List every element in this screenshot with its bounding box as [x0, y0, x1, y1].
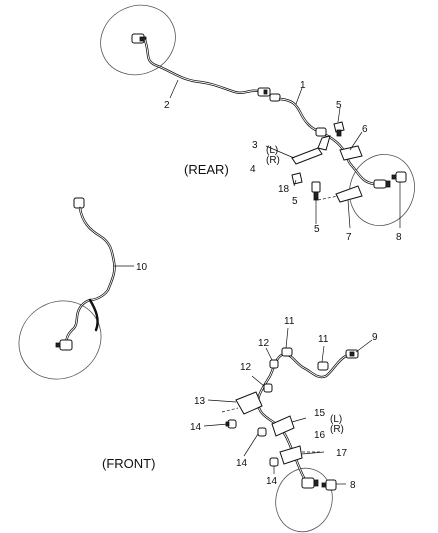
bracket-17	[279, 445, 303, 465]
rear-left-sensor	[131, 33, 147, 44]
callout-10: 10	[136, 262, 148, 273]
front-assembly	[221, 347, 359, 533]
section-label-front: (FRONT)	[102, 456, 155, 471]
bolt-8-rear	[391, 171, 407, 183]
sensor-bracket	[335, 185, 363, 203]
bolt-lower-left	[311, 181, 321, 201]
callout-8-front: 8	[350, 480, 356, 491]
front-left-disc	[18, 300, 102, 380]
bolt-14-c	[269, 457, 279, 467]
callout-9: 9	[372, 332, 378, 343]
leader-lines	[114, 79, 401, 485]
callout-11-left: 11	[284, 316, 295, 327]
callout-3-right: (R)	[266, 155, 280, 166]
callout-7: 7	[346, 232, 352, 243]
bolt-8-front	[321, 479, 337, 491]
bolt-upper	[333, 121, 345, 137]
clip-11-right	[317, 361, 329, 371]
callout-4: 4	[250, 164, 256, 175]
callout-13: 13	[194, 396, 206, 407]
callout-5-middle: 5	[292, 196, 298, 207]
guide-dash-1	[221, 407, 239, 413]
clip-12-upper	[269, 359, 279, 369]
callout-3: 3	[252, 140, 258, 151]
harness-grommet	[315, 127, 327, 137]
harness-10-branch	[88, 298, 99, 332]
rear-right-sensor	[373, 179, 391, 189]
bracket-left-right	[291, 147, 323, 165]
bolt-14-b	[257, 427, 267, 437]
clip-12-lower	[263, 383, 273, 393]
section-label-rear: (REAR)	[184, 162, 229, 177]
bolt-18	[291, 172, 303, 185]
bracket-15-16	[271, 415, 295, 437]
front-left-sensor	[55, 339, 73, 351]
front-harness-10	[18, 197, 116, 380]
callout-12-lower: 12	[240, 362, 252, 373]
callout-5-lower: 5	[314, 224, 320, 235]
callout-15: 15	[314, 408, 326, 419]
clip-11-left	[281, 347, 293, 357]
callout-17: 17	[336, 448, 348, 459]
bracket-13	[235, 391, 263, 415]
callout-2: 2	[164, 100, 170, 111]
callout-18: 18	[278, 184, 290, 195]
callout-16-right: (R)	[330, 424, 344, 435]
callout-14-c: 14	[266, 476, 278, 487]
callout-14-a: 14	[190, 422, 202, 433]
rear-connector	[257, 87, 281, 102]
callout-3-left: (L)	[266, 145, 278, 156]
rear-left-disc	[100, 4, 176, 76]
callout-6: 6	[362, 124, 368, 135]
callout-labels: (REAR) (FRONT) 1 2 3 (L) (R) 4 5 5 5 6 7…	[102, 80, 402, 491]
callout-12-upper: 12	[258, 338, 270, 349]
callout-8-rear: 8	[396, 232, 402, 243]
callout-16: 16	[314, 430, 326, 441]
rear-right-disc	[349, 154, 415, 226]
callout-14-b: 14	[236, 458, 248, 469]
callout-11-right: 11	[318, 334, 329, 345]
front-right-sensor	[301, 477, 319, 489]
rear-left-harness	[143, 38, 264, 94]
harness-10-connector	[73, 197, 85, 209]
callout-5-upper: 5	[336, 100, 342, 111]
callout-1: 1	[300, 80, 306, 91]
callout-15-left: (L)	[330, 414, 342, 425]
bracket-arm	[317, 135, 331, 151]
alignment-dash	[317, 195, 339, 201]
rear-assembly	[100, 4, 415, 226]
front-right-disc	[275, 467, 333, 533]
connector-9	[345, 349, 359, 359]
